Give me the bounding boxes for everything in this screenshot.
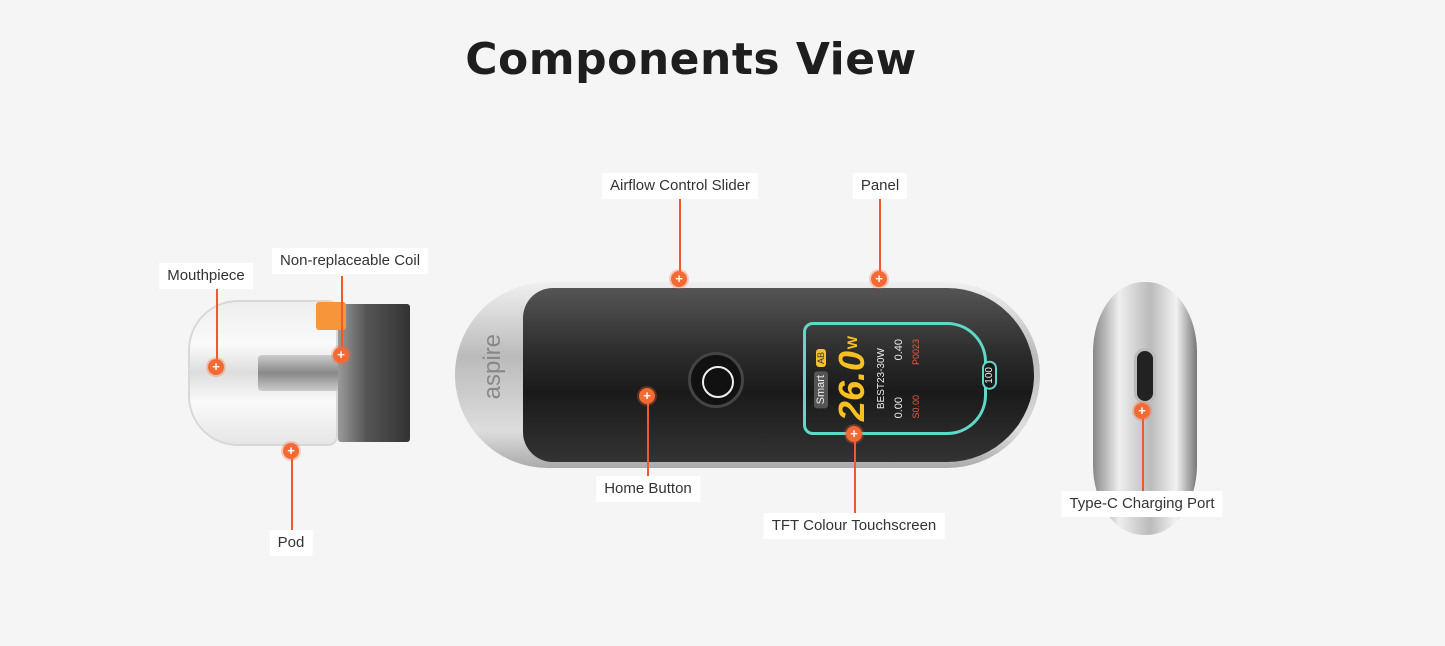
callout-line-screen (854, 434, 856, 513)
tft-screen: AB Smart W 26.0 BEST23-30W 0.40 0.00 P00… (803, 322, 997, 435)
label-non-replaceable-coil: Non-replaceable Coil (271, 248, 429, 274)
screen-session: S0.00 (911, 394, 921, 419)
screen-puffs: P0023 (911, 338, 921, 365)
screen-range-column: BEST23-30W (876, 331, 887, 427)
screen-wattage-column: W 26.0 (831, 331, 872, 427)
screen-unit: W (844, 335, 860, 350)
pod-image (188, 300, 410, 446)
screen-resistance: 0.40 (893, 338, 905, 360)
page-title: Components View (465, 34, 917, 85)
callout-line-port (1142, 411, 1144, 491)
screen-battery: 100 (982, 361, 997, 390)
label-pod: Pod (269, 530, 313, 556)
hotspot-coil[interactable]: + (333, 347, 349, 363)
label-mouthpiece: Mouthpiece (159, 263, 253, 289)
brand-logo: aspire (479, 334, 506, 400)
callout-line-home (647, 396, 649, 476)
hotspot-airflow[interactable]: + (671, 271, 687, 287)
home-button-shape (688, 352, 744, 408)
screen-mode-column: AB Smart (814, 331, 828, 427)
screen-readings-column: 0.40 0.00 (893, 339, 905, 419)
hotspot-home[interactable]: + (639, 388, 655, 404)
label-type-c-port: Type-C Charging Port (1061, 491, 1223, 517)
usb-c-port-shape (1134, 348, 1156, 404)
label-home-button: Home Button (596, 476, 700, 502)
hotspot-port[interactable]: + (1134, 403, 1150, 419)
callout-line-panel (879, 199, 881, 279)
callout-line-pod (291, 451, 293, 530)
hotspot-panel[interactable]: + (871, 271, 887, 287)
screen-wattage: 26.0 (831, 351, 872, 422)
callout-line-mouthpiece (216, 287, 218, 367)
callout-line-airflow (679, 199, 681, 279)
coil-shape (258, 355, 348, 391)
pod-base-shape (338, 304, 410, 442)
screen-mode: Smart (814, 370, 828, 409)
label-tft-touchscreen: TFT Colour Touchscreen (763, 513, 945, 539)
screen-voltage: 0.00 (893, 397, 905, 419)
screen-stats-column: P0023 S0.00 (911, 339, 921, 419)
hotspot-pod[interactable]: + (283, 443, 299, 459)
label-panel: Panel (852, 173, 908, 199)
screen-mode-badge: AB (816, 348, 826, 367)
device-front-image: aspire AB Smart W 26.0 BEST23-30W 0.40 0… (455, 282, 1040, 468)
screen-range: BEST23-30W (876, 347, 887, 410)
callout-line-coil (341, 276, 343, 355)
device-panel: AB Smart W 26.0 BEST23-30W 0.40 0.00 P00… (523, 288, 1034, 462)
label-airflow-control-slider: Airflow Control Slider (601, 173, 759, 199)
hotspot-screen[interactable]: + (846, 426, 862, 442)
hotspot-mouthpiece[interactable]: + (208, 359, 224, 375)
